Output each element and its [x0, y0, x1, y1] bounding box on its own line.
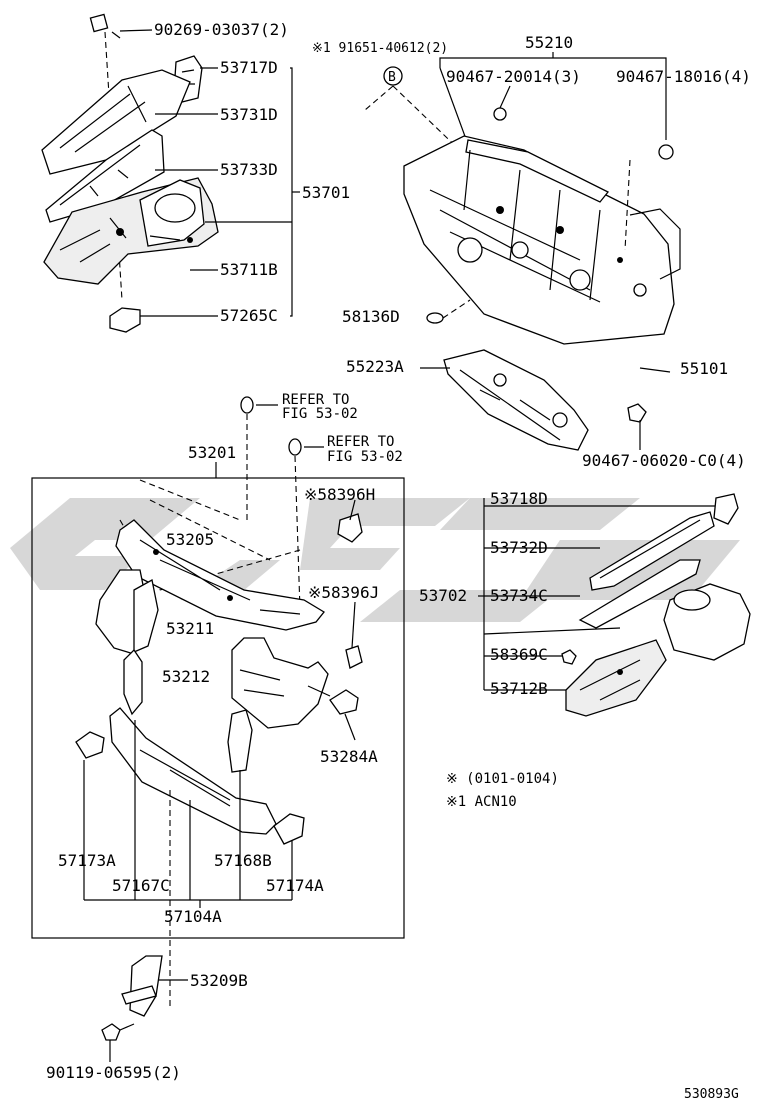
label-53712: 53712B — [490, 679, 548, 698]
label-57168: 57168B — [214, 851, 272, 870]
label-90467-06020: 90467-06020-C0(4) — [582, 451, 746, 470]
label-58396h: ※58396H — [304, 485, 375, 504]
figure-id: 530893G — [684, 1087, 739, 1102]
label-refer1b: FIG 53-02 — [282, 406, 358, 422]
label-53209: 53209B — [190, 971, 248, 990]
label-90269: 90269-03037(2) — [154, 20, 289, 39]
label-refer2b: FIG 53-02 — [327, 449, 403, 465]
label-90467-20014: 90467-20014(3) — [446, 67, 581, 86]
label-90467-18016: 90467-18016(4) — [616, 67, 751, 86]
label-90119: 90119-06595(2) — [46, 1063, 181, 1082]
label-53732: 53732D — [490, 538, 548, 557]
label-57174: 57174A — [266, 876, 324, 895]
label-53731: 53731D — [220, 105, 278, 124]
label-53733: 53733D — [220, 160, 278, 179]
label-53205: 53205 — [166, 530, 214, 549]
label-53701: 53701 — [302, 183, 350, 202]
label-57104: 57104A — [164, 907, 222, 926]
label-refer1a: REFER TO — [282, 392, 349, 408]
label-53212: 53212 — [162, 667, 210, 686]
dash-panel-group: ※1 91651-40612(2) 55210 B 90467-20014(3)… — [312, 33, 751, 470]
label-91651: ※1 91651-40612(2) — [312, 41, 448, 56]
bracket-group-53209 — [101, 955, 188, 1062]
label-53201: 53201 — [188, 443, 236, 462]
apron-group-53702 — [478, 493, 751, 717]
callout-b: B — [388, 70, 396, 85]
label-53284: 53284A — [320, 747, 378, 766]
label-53734: 53734C — [490, 586, 548, 605]
callout-b-icon — [383, 66, 403, 86]
apron-group-53701 — [41, 13, 300, 333]
label-53211: 53211 — [166, 619, 214, 638]
label-53702: 53702 — [419, 586, 467, 605]
label-58369: 58369C — [490, 645, 548, 664]
label-58136: 58136D — [342, 307, 400, 326]
label-55223: 55223A — [346, 357, 404, 376]
note-model: ※1 ACN10 — [446, 794, 517, 810]
label-57265: 57265C — [220, 306, 278, 325]
note-date-range: ※ (0101-0104) — [446, 771, 559, 787]
label-55210: 55210 — [525, 33, 573, 52]
label-53718: 53718D — [490, 489, 548, 508]
label-53717: 53717D — [220, 58, 278, 77]
refer-group: REFER TO FIG 53-02 REFER TO FIG 53-02 — [240, 392, 403, 611]
label-57173: 57173A — [58, 851, 116, 870]
label-55101: 55101 — [680, 359, 728, 378]
radiator-support-group-53201: 53201 — [31, 443, 405, 1010]
label-refer2a: REFER TO — [327, 434, 394, 450]
label-53711: 53711B — [220, 260, 278, 279]
label-57167: 57167C — [112, 876, 170, 895]
label-58396j: ※58396J — [308, 583, 379, 602]
